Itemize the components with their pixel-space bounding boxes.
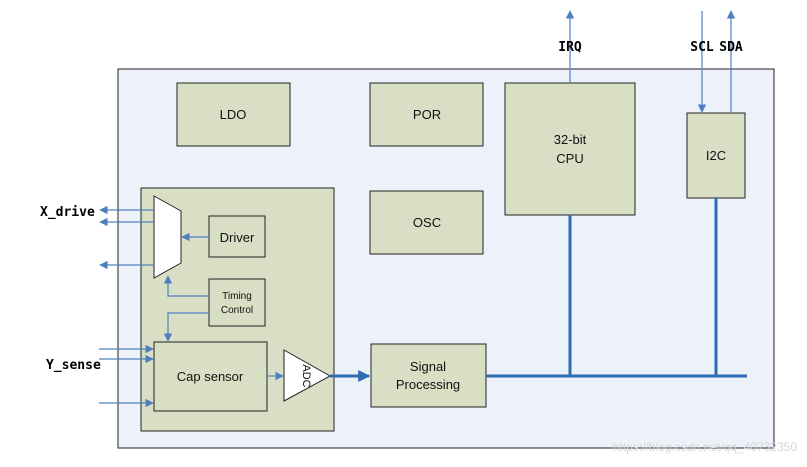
watermark-text: https://blog.csdn.net/qq_40732350 — [613, 440, 797, 454]
timing-control-block: Timing Control — [208, 278, 266, 327]
driver-label: Driver — [220, 230, 255, 245]
x-drive-pin-label: X_drive — [40, 205, 95, 220]
ldo-label: LDO — [220, 107, 247, 122]
scl-pin-label: SCL — [690, 40, 714, 55]
timing-label-line2: Control — [221, 305, 253, 316]
osc-block: OSC — [369, 190, 484, 255]
signal-label-line1: Signal — [410, 359, 446, 374]
i2c-block: I2C — [686, 112, 746, 199]
cpu-block: 32-bit CPU — [504, 82, 636, 216]
adc-block: ADC — [283, 349, 332, 402]
cap-sensor-block: Cap sensor — [153, 341, 268, 412]
timing-label-line1: Timing — [222, 291, 252, 302]
timing-to-cap-wire — [163, 312, 209, 342]
por-block: POR — [369, 82, 484, 147]
irq-pin-label: IRQ — [558, 40, 582, 55]
signal-label-line2: Processing — [396, 377, 460, 392]
i2c-label: I2C — [706, 148, 726, 163]
adc-label: ADC — [300, 364, 312, 387]
timing-to-mux-wire — [163, 275, 209, 297]
driver-block: Driver — [208, 215, 266, 258]
cpu-label-line2: CPU — [556, 151, 583, 166]
signal-processing-block: Signal Processing — [370, 343, 487, 408]
cpu-label-line1: 32-bit — [554, 132, 587, 147]
osc-label: OSC — [413, 215, 441, 230]
y-sense-pin-label: Y_sense — [46, 358, 101, 373]
ldo-block: LDO — [176, 82, 291, 147]
cap-sensor-label: Cap sensor — [177, 369, 244, 384]
por-label: POR — [413, 107, 441, 122]
sda-pin-label: SDA — [719, 40, 743, 55]
mux-shape — [153, 195, 182, 279]
